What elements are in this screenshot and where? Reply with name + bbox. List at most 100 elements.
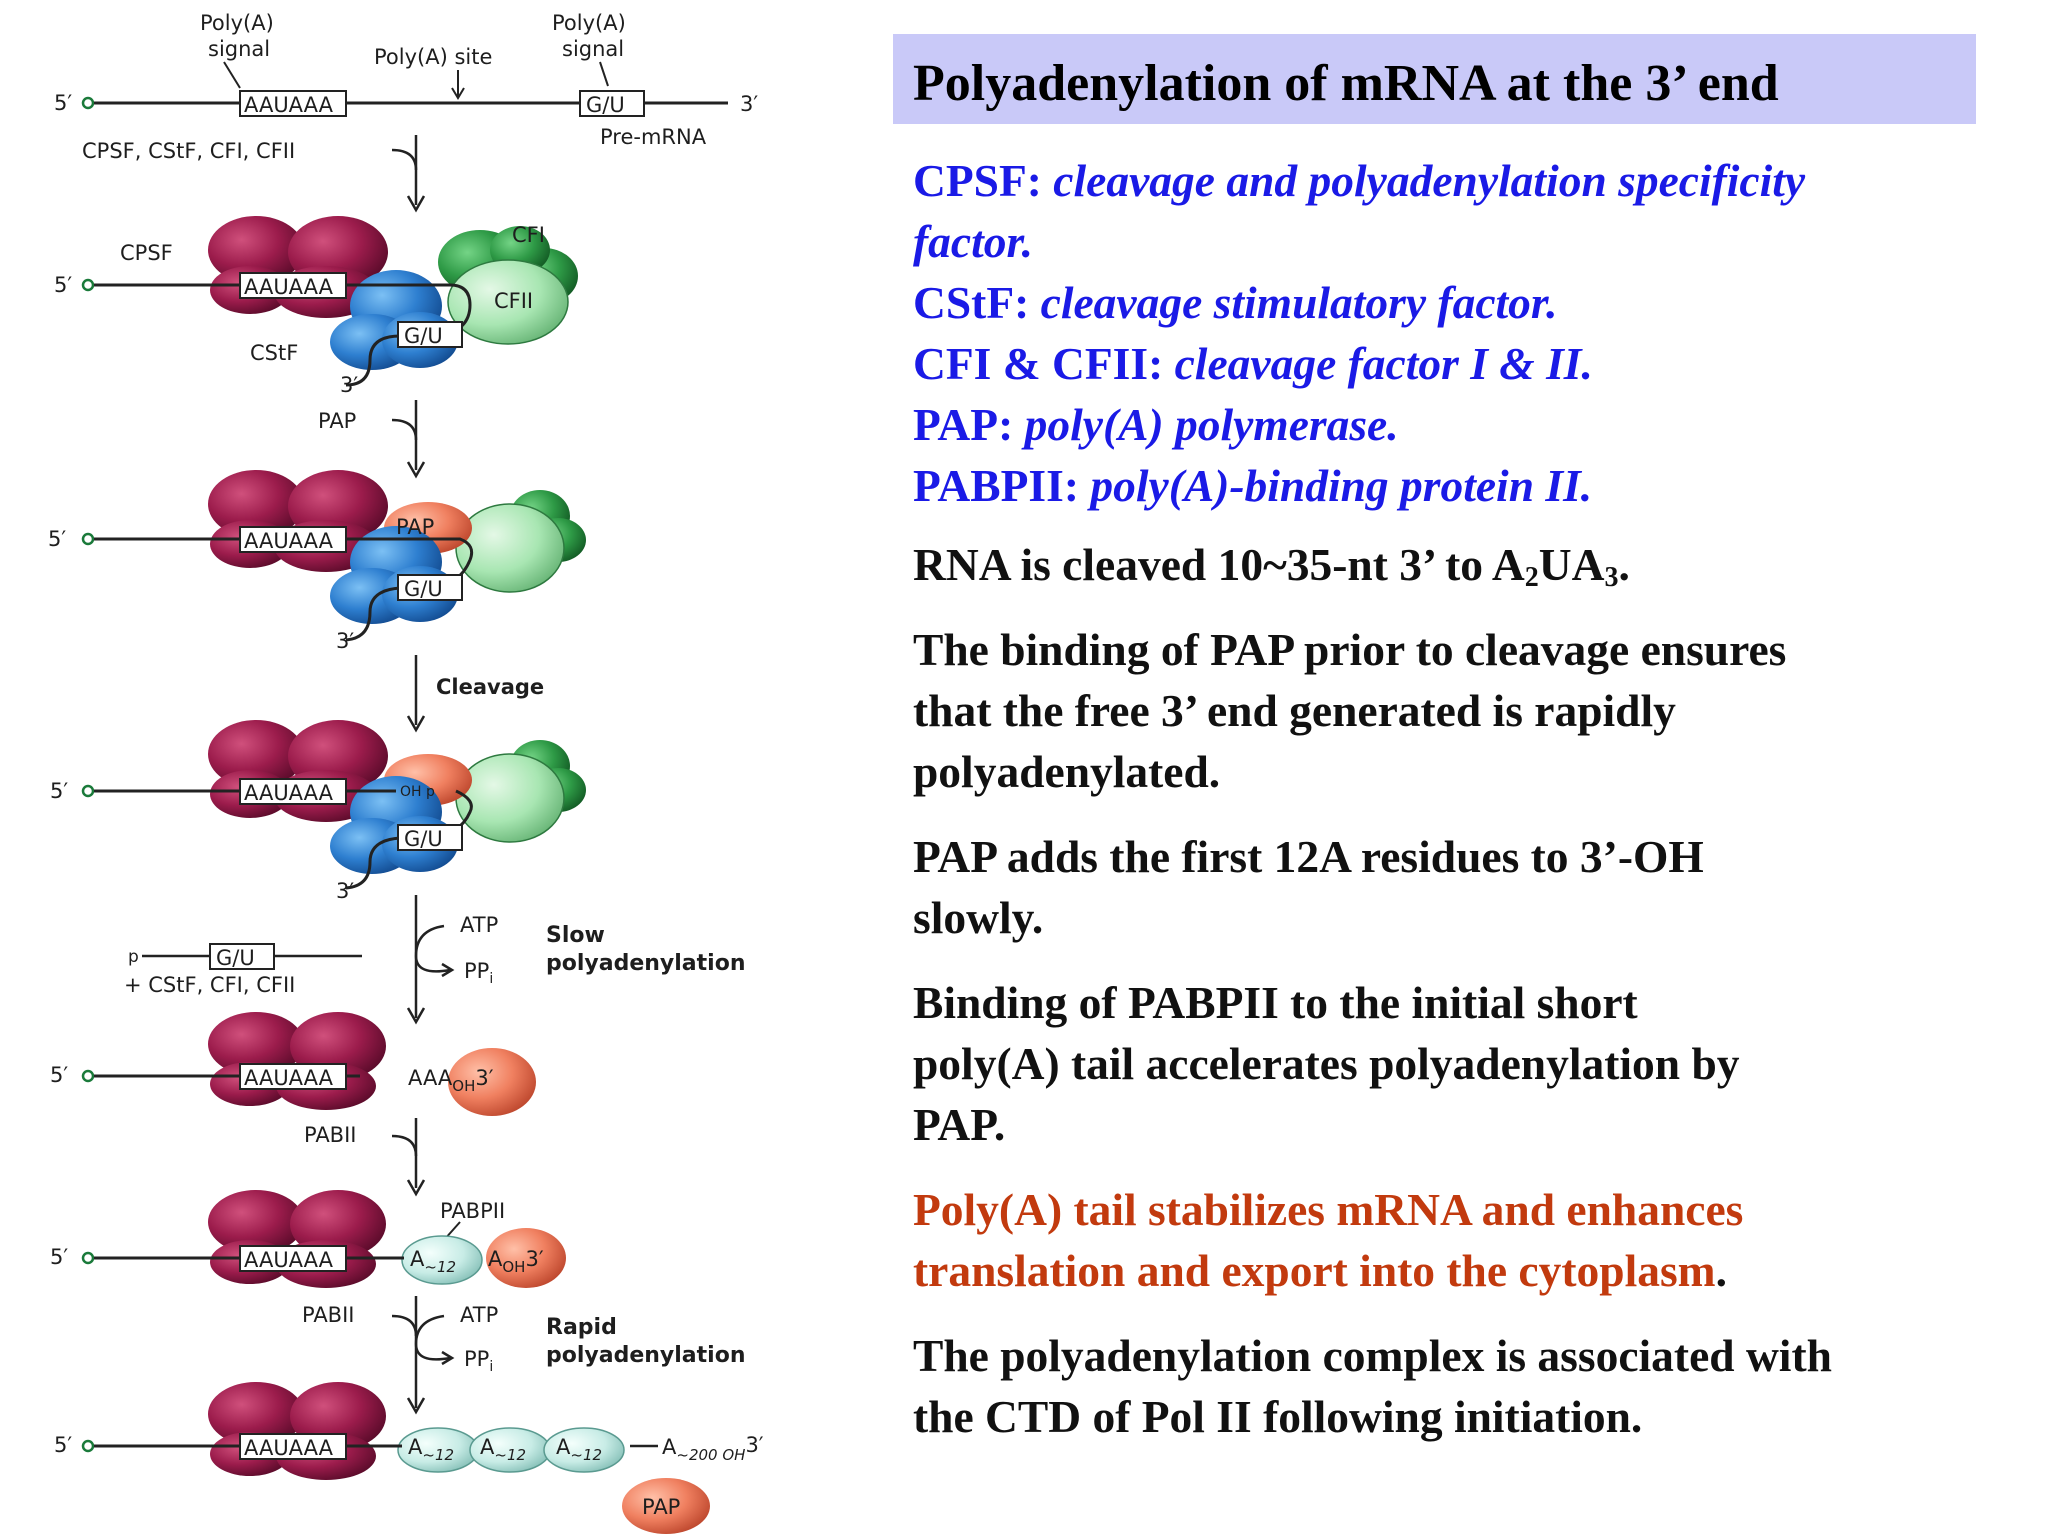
poly-a-signal-label-2: Poly(A) [552, 11, 626, 35]
step-arrow-1 [391, 135, 426, 213]
statement-ctd: The polyadenylation complex is associate… [913, 1325, 2013, 1447]
a-oh-label: AOH3′ [488, 1247, 544, 1276]
a12-label: A~12 [410, 1247, 456, 1276]
slide-content: CPSF: cleavage and polyadenylation speci… [913, 150, 2013, 1447]
oh-p-label: OH p [400, 784, 435, 800]
pabpii-line-2: poly(A) tail accelerates polyadenylation… [913, 1038, 1740, 1089]
statement-pap-binding: The binding of PAP prior to cleavage ens… [913, 619, 2013, 802]
aauaaa-box: AAUAAA [244, 529, 334, 553]
aauaaa-box: AAUAAA [244, 275, 334, 299]
cfii-label: CFII [494, 289, 533, 313]
pap-bound-stage: PAP 5′ AAUAAA G/U 3′ [48, 470, 586, 653]
short-tail-stage: 5′ AAUAAA AAAOH3′ [50, 1012, 536, 1116]
five-prime-label: 5′ [54, 273, 72, 297]
five-prime-label: 5′ [48, 527, 66, 551]
aa-label: AAAOH3′ [408, 1066, 494, 1095]
statement-pabpii: Binding of PABPII to the initial short p… [913, 972, 2013, 1155]
pap-binding-line-2: that the free 3’ end generated is rapidl… [913, 685, 1676, 736]
definition-cstf: CStF: cleavage stimulatory factor. [913, 277, 1558, 328]
pabpii-bound-stage: PABPII 5′ AAUAAA A~12 AOH3′ [50, 1190, 566, 1288]
gu-box: G/U [586, 93, 625, 117]
cfi-label: CFI [512, 223, 545, 247]
pap-label-final: PAP [642, 1495, 680, 1519]
aauaaa-box: AAUAAA [244, 1066, 334, 1090]
atp-label-2: ATP [460, 1303, 498, 1327]
pabii-label-2: PABII [302, 1303, 354, 1327]
pap-step-label: PAP [318, 409, 356, 433]
pre-mrna-label: Pre-mRNA [600, 125, 707, 149]
a12-label-2: A~12 [480, 1435, 526, 1464]
definitions-list: CPSF: cleavage and polyadenylation speci… [913, 150, 2013, 516]
rapid-polyadenylation-step: PABII ATP PPi Rapid polyadenylation [302, 1296, 745, 1415]
rapid-label: Rapid [546, 1315, 617, 1340]
aauaaa-box: AAUAAA [244, 781, 334, 805]
pabii-label: PABII [304, 1123, 356, 1147]
atp-label: ATP [460, 913, 498, 937]
pabpii-line-3: PAP. [913, 1099, 1006, 1150]
poly-a-signal-label-1b: signal [208, 37, 270, 61]
slow-polyadenylation-step: p G/U + CStF, CFI, CFII ATP PPi Slow pol… [124, 895, 745, 1025]
pabpii-label: PABPII [440, 1199, 505, 1223]
poly-a-signal-label-2b: signal [562, 37, 624, 61]
aauaaa-box: AAUAAA [244, 1248, 334, 1272]
released-factors-label: + CStF, CFI, CFII [124, 973, 295, 997]
rapid-polyadenylation-label: polyadenylation [546, 1343, 745, 1368]
stabilizes-line-1: Poly(A) tail stabilizes mRNA and enhance… [913, 1184, 1744, 1235]
aauaaa-box: AAUAAA [244, 1436, 334, 1460]
phosphate-label: p [128, 947, 139, 967]
ppi-label: PPi [464, 959, 493, 987]
five-prime-label: 5′ [54, 91, 72, 115]
polyadenylation-pathway-diagram: Poly(A) signal Poly(A) site Poly(A) sign… [48, 11, 764, 1534]
step-arrow-pabii: PABII [304, 1118, 426, 1197]
statement-stabilizes: Poly(A) tail stabilizes mRNA and enhance… [913, 1179, 2013, 1301]
three-prime-label: 3′ [336, 629, 354, 653]
definition-pap: PAP: poly(A) polymerase. [913, 399, 1399, 450]
five-prime-label: 5′ [50, 1063, 68, 1087]
first12-line-2: slowly. [913, 892, 1044, 943]
long-tail-stage: PAP 5′ AAUAAA A~12 A~12 A~12 A~200 OH3′ [54, 1382, 764, 1534]
factors-label: CPSF, CStF, CFI, CFII [82, 139, 295, 163]
three-prime-label: 3′ [336, 879, 354, 903]
aauaaa-box: AAUAAA [244, 93, 334, 117]
slow-polyadenylation-label: polyadenylation [546, 951, 745, 976]
statement-cleavage: RNA is cleaved 10~35-nt 3’ to A2UA3. [913, 539, 1630, 593]
five-prime-label: 5′ [54, 1433, 72, 1457]
five-prime-label: 5′ [50, 1245, 68, 1269]
pap-binding-line-3: polyadenylated. [913, 746, 1221, 797]
five-prime-label: 5′ [50, 779, 68, 803]
pabpii-line-1: Binding of PABPII to the initial short [913, 977, 1638, 1028]
definition-pabpii: PABPII: poly(A)-binding protein II. [913, 460, 1593, 511]
cleavage-label: Cleavage [436, 675, 544, 699]
stabilizes-line-2: translation and export into the cytoplas… [913, 1245, 1727, 1296]
poly-a-signal-label-1: Poly(A) [200, 11, 274, 35]
pap-binding-line-1: The binding of PAP prior to cleavage ens… [913, 624, 1787, 675]
gu-box: G/U [404, 577, 443, 601]
released-gu-box: G/U [216, 946, 255, 970]
ctd-line-2: the CTD of Pol II following initiation. [913, 1391, 1643, 1442]
gu-box: G/U [404, 324, 443, 348]
cstf-label: CStF [250, 341, 298, 365]
definition-cpsf: CPSF: cleavage and polyadenylation speci… [913, 155, 1806, 206]
a200-label: A~200 OH3′ [662, 1433, 764, 1464]
a12-label-3: A~12 [556, 1435, 602, 1464]
step-arrow-cleavage: Cleavage [406, 655, 544, 733]
a12-label-1: A~12 [408, 1435, 454, 1464]
poly-a-site-label: Poly(A) site [374, 45, 492, 69]
definition-cfi-cfii: CFI & CFII: cleavage factor I & II. [913, 338, 1593, 389]
slow-label: Slow [546, 923, 605, 948]
first12-line-1: PAP adds the first 12A residues to 3’-OH [913, 831, 1704, 882]
statement-first-12a: PAP adds the first 12A residues to 3’-OH… [913, 826, 2013, 948]
ppi-label-2: PPi [464, 1347, 493, 1375]
slide-title: Polyadenylation of mRNA at the 3’ end [893, 34, 1976, 124]
step-arrow-2: PAP [318, 400, 426, 479]
three-prime-label: 3′ [740, 92, 758, 116]
complex-assembly-stage: CPSF CFI 5′ AAUAAA G/U CFII CStF 3′ [54, 216, 578, 397]
three-prime-label: 3′ [340, 373, 358, 397]
pap-label: PAP [396, 515, 434, 539]
gu-box: G/U [404, 827, 443, 851]
cleaved-stage: OH p 5′ AAUAAA G/U 3′ [50, 720, 586, 903]
cpsf-label: CPSF [120, 241, 173, 265]
ctd-line-1: The polyadenylation complex is associate… [913, 1330, 1832, 1381]
definition-cpsf-cont: factor. [913, 216, 1034, 267]
pre-mrna-stage: Poly(A) signal Poly(A) site Poly(A) sign… [54, 11, 758, 163]
